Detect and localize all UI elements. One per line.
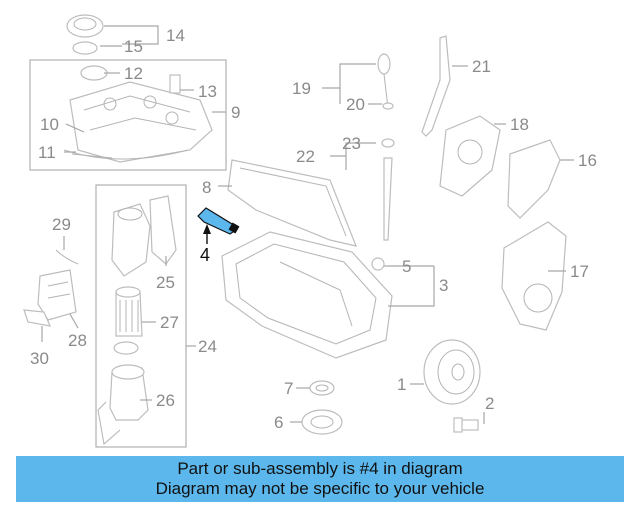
callout-7: 7	[284, 379, 293, 398]
callout-10: 10	[40, 115, 59, 134]
parts-diagram: 1 2 3 4 5 6 7 8 9 10 11 12 13 14 15 16 1…	[23, 14, 597, 448]
timing-cover-upper	[507, 139, 561, 219]
callout-30: 30	[30, 349, 49, 368]
pulley-bolt	[453, 417, 479, 433]
callout-5: 5	[402, 257, 411, 276]
dipstick-tube	[421, 35, 451, 137]
crank-pulley	[423, 339, 481, 405]
sealant-tube[interactable]	[197, 207, 240, 235]
oil-filter-element	[115, 286, 143, 337]
callout-26: 26	[156, 391, 175, 410]
callout-16: 16	[578, 151, 597, 170]
timing-cover-lower	[501, 221, 567, 331]
banner-line-disclaimer: Diagram may not be specific to your vehi…	[155, 479, 485, 498]
callout-22: 22	[296, 147, 315, 166]
callout-23: 23	[342, 134, 361, 153]
valve-cover-group-box	[29, 59, 227, 171]
banner-line-part: Part or sub-assembly is #4 in diagram	[177, 459, 463, 478]
callout-1: 1	[397, 375, 406, 394]
oil-pan-gasket	[227, 159, 357, 247]
callout-13: 13	[198, 82, 217, 101]
callout-17: 17	[570, 262, 589, 281]
callout-28: 28	[68, 331, 87, 350]
filter-o-ring	[113, 341, 139, 355]
callout-21: 21	[472, 57, 491, 76]
callout-12: 12	[124, 64, 143, 83]
callout-15: 15	[124, 37, 143, 56]
callout-20: 20	[346, 95, 365, 114]
valve-cover	[63, 65, 213, 163]
oil-filter-housing	[111, 195, 177, 277]
oil-seal-small	[309, 380, 335, 396]
callout-11: 11	[38, 143, 56, 162]
callout-6: 6	[274, 413, 283, 432]
callout-18: 18	[510, 115, 529, 134]
callout-29: 29	[52, 215, 71, 234]
oil-seal-large	[301, 409, 343, 435]
callout-24: 24	[198, 337, 217, 356]
info-banner: Part or sub-assembly is #4 in diagram Di…	[16, 456, 624, 502]
oil-filler-cap	[66, 14, 104, 55]
dipstick	[377, 53, 394, 110]
callout-25: 25	[156, 273, 175, 292]
callout-4: 4	[200, 245, 210, 265]
oil-pan	[221, 231, 393, 359]
callout-14: 14	[166, 26, 185, 45]
callout-3: 3	[439, 276, 448, 295]
timing-cover	[439, 115, 501, 197]
callout-27: 27	[160, 313, 179, 332]
callout-2: 2	[485, 394, 494, 413]
callout-19: 19	[292, 79, 311, 98]
callout-9: 9	[231, 103, 240, 122]
callout-4-arrowhead	[203, 224, 211, 234]
oil-filter-cap	[97, 364, 149, 445]
guide-tube	[381, 138, 395, 241]
callout-8: 8	[202, 178, 211, 197]
drain-plug	[371, 257, 385, 271]
oil-cooler	[23, 249, 79, 327]
oil-filter-group-box	[95, 184, 187, 448]
